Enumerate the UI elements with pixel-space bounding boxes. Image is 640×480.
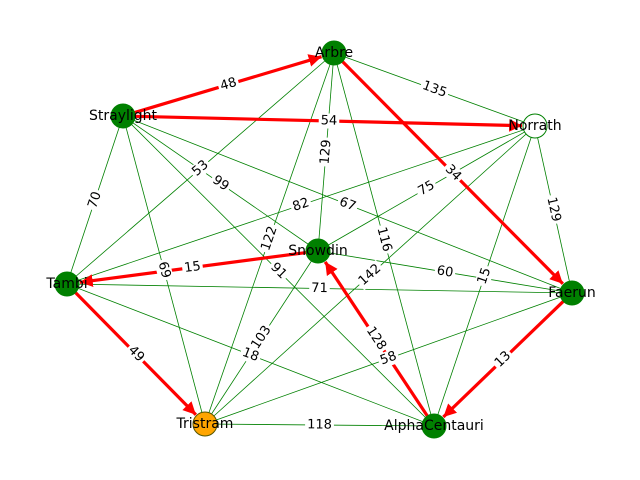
edge-weight-text: 53 — [189, 157, 211, 179]
edge-weight-text: 71 — [311, 281, 328, 296]
edge-weight-label: 75 — [413, 176, 440, 201]
edge-weight-text: 122 — [258, 224, 280, 252]
edge-weight-text: 82 — [291, 195, 311, 215]
edge-weight-text: 116 — [374, 226, 395, 254]
node-faerun[interactable] — [559, 280, 585, 306]
edge-weight-label: 69 — [154, 258, 174, 282]
edge-weight-text: 70 — [85, 190, 104, 210]
edge-weight-bg — [123, 341, 149, 367]
node-tambi[interactable] — [54, 271, 80, 297]
edge-weight-bg — [305, 417, 334, 433]
edge-weight-bg — [181, 258, 204, 277]
edge-weight-bg — [84, 187, 106, 213]
edge-weight-text: 69 — [155, 260, 174, 280]
edge-weight-bg — [247, 321, 276, 354]
edge-weight-label: 67 — [335, 193, 360, 216]
edge-weight-label: 135 — [418, 77, 451, 102]
edge-weight-text: 60 — [436, 263, 455, 280]
edge-weight-bg — [154, 258, 174, 282]
edge-weight-bg — [413, 176, 440, 201]
edge-weight-text: 75 — [416, 178, 438, 199]
node-label-tristram: Tristram — [176, 416, 234, 432]
edge-weight-label: 116 — [373, 223, 395, 256]
edge-weight-bg — [187, 156, 214, 181]
edge-weight-label: 71 — [309, 280, 330, 297]
edge-weight-bg — [317, 137, 335, 167]
edge-weight-label: 60 — [433, 262, 457, 282]
edge-weight-bg — [335, 193, 360, 216]
edge-weight-bg — [440, 160, 466, 186]
edge-weight-bg — [318, 113, 340, 129]
edge-weight-label: 129 — [543, 193, 564, 226]
edge-weight-bg — [257, 222, 282, 255]
node-label-arbre: Arbre — [315, 45, 353, 61]
edge-weight-text: 135 — [420, 78, 448, 101]
nodes-layer — [54, 40, 585, 439]
edge-weight-label: 15 — [181, 258, 204, 277]
edge-weight-text: 15 — [475, 266, 494, 286]
edge-weight-bg — [373, 223, 395, 256]
edge-weight-label: 58 — [376, 347, 401, 370]
node-label-straylight: Straylight — [89, 108, 158, 124]
node-arbre[interactable] — [321, 40, 347, 66]
edge-weight-bg — [543, 193, 564, 226]
edge-weight-bg — [361, 322, 391, 355]
edge-weight-text: 58 — [378, 349, 399, 369]
edge-weight-label: 18 — [238, 344, 263, 366]
edge-weight-bg — [474, 263, 495, 289]
edge-weight-text: 99 — [209, 173, 231, 195]
edge-weight-label: 82 — [288, 194, 314, 216]
edge-weight-bg — [376, 347, 401, 370]
node-tristram[interactable] — [192, 411, 218, 437]
node-alphacentauri[interactable] — [421, 413, 447, 439]
edge-weight-bg — [490, 346, 516, 373]
edge-weight-label: 128 — [361, 322, 391, 355]
edge-weight-bg — [309, 280, 330, 297]
edge-weight-text: 67 — [337, 194, 358, 214]
edge-weight-bg — [265, 258, 292, 284]
node-label-norrath: Norrath — [508, 118, 561, 134]
edge-weight-label: 70 — [84, 187, 106, 213]
edge-weight-label: 99 — [207, 171, 234, 196]
edge-weight-text: 129 — [318, 139, 335, 165]
edge-weight-label: 53 — [187, 156, 214, 181]
edge-weight-label: 122 — [257, 222, 282, 255]
edge-weight-text: 48 — [218, 75, 238, 94]
node-norrath[interactable] — [522, 113, 548, 139]
edge-weight-bg — [418, 77, 451, 102]
node-label-faerun: Faerun — [548, 285, 595, 301]
edge-weight-bg — [433, 262, 457, 282]
node-label-tambi: Tambi — [45, 276, 87, 292]
edge-weight-text: 129 — [543, 196, 563, 223]
edge-weight-bg — [288, 194, 314, 216]
edge-weight-bg — [238, 344, 263, 366]
node-straylight[interactable] — [110, 103, 136, 129]
node-label-alphacentauri: AlphaCentauri — [384, 418, 484, 434]
edge-weight-label: 118 — [305, 417, 334, 433]
edge-weight-label: 48 — [216, 74, 241, 95]
edge-weight-text: 118 — [307, 417, 332, 432]
edge-weight-label: 129 — [317, 137, 335, 167]
node-label-snowdin: Snowdin — [288, 243, 347, 259]
node-snowdin[interactable] — [305, 238, 331, 264]
edge-weight-label: 15 — [474, 263, 495, 289]
edge-weight-bg — [354, 259, 386, 291]
edge-weight-bg — [216, 74, 241, 95]
edge-weight-text: 18 — [240, 345, 261, 365]
edge-weight-bg — [207, 171, 234, 196]
edge-weight-text: 15 — [183, 259, 201, 276]
edge-weight-text: 54 — [321, 113, 338, 128]
edge-weight-label: 54 — [318, 113, 340, 129]
edge-weight-label: 142 — [354, 259, 386, 291]
